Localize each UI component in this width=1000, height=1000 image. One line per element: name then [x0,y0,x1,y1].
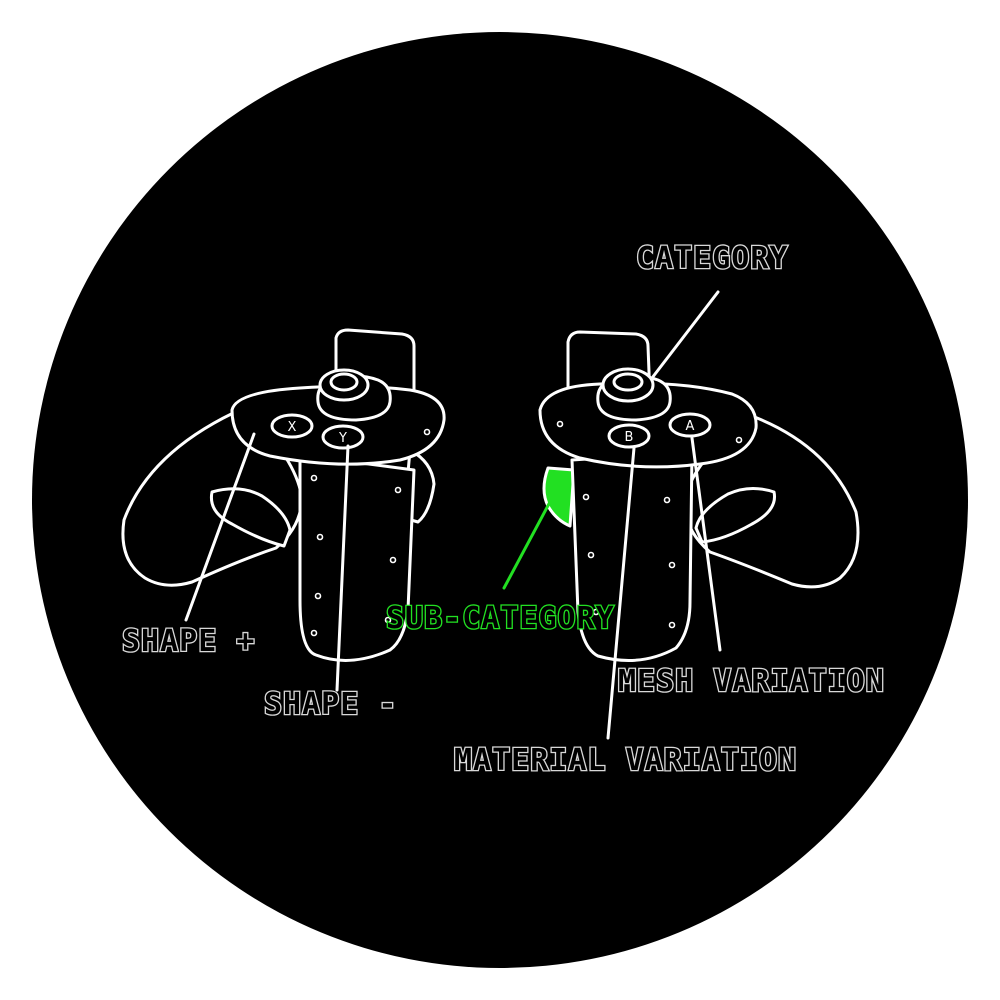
right-controller-body [570,450,694,662]
leader-shape-plus [184,432,256,622]
right-controller: B A [538,330,860,662]
leader-shape-minus [335,444,350,692]
leader-material-variation [606,446,636,740]
left-controller-thumbstick-cap [329,372,359,392]
right-controller-button-b-glyph: B [625,430,634,445]
leader-lines [184,290,722,740]
label-category: CATEGORY [636,241,789,276]
left-controller-trigger [209,487,292,548]
right-controller-trigger [694,487,777,544]
label-shape-minus: SHAPE - [264,687,397,722]
label-sub-category: SUB-CATEGORY [386,601,615,636]
label-material-variation: MATERIAL VARIATION [454,743,797,778]
right-controller-face [538,381,758,469]
left-controller-button-x-glyph: X [288,420,297,435]
left-controller-screws [310,428,431,637]
leader-sub-category [502,498,553,590]
leader-category [650,290,720,380]
left-controller: X Y [121,328,446,662]
label-shape-plus: SHAPE + [122,624,255,659]
left-controller-body [298,453,416,662]
right-controller-screws [556,420,743,629]
background-disc [32,32,968,968]
left-controller-button-y [321,424,365,450]
right-controller-button-b [607,423,651,449]
left-controller-button-x [270,413,314,439]
labels: CATEGORY SUB-CATEGORY SHAPE + SHAPE - ME… [121,240,885,780]
left-controller-button-y-glyph: Y [338,431,347,446]
right-controller-thumbstick-cap [612,372,644,392]
label-mesh-variation: MESH VARIATION [618,664,885,699]
leader-mesh-variation [690,436,722,652]
right-controller-button-a-glyph: A [686,419,695,434]
right-controller-button-a [668,412,712,438]
